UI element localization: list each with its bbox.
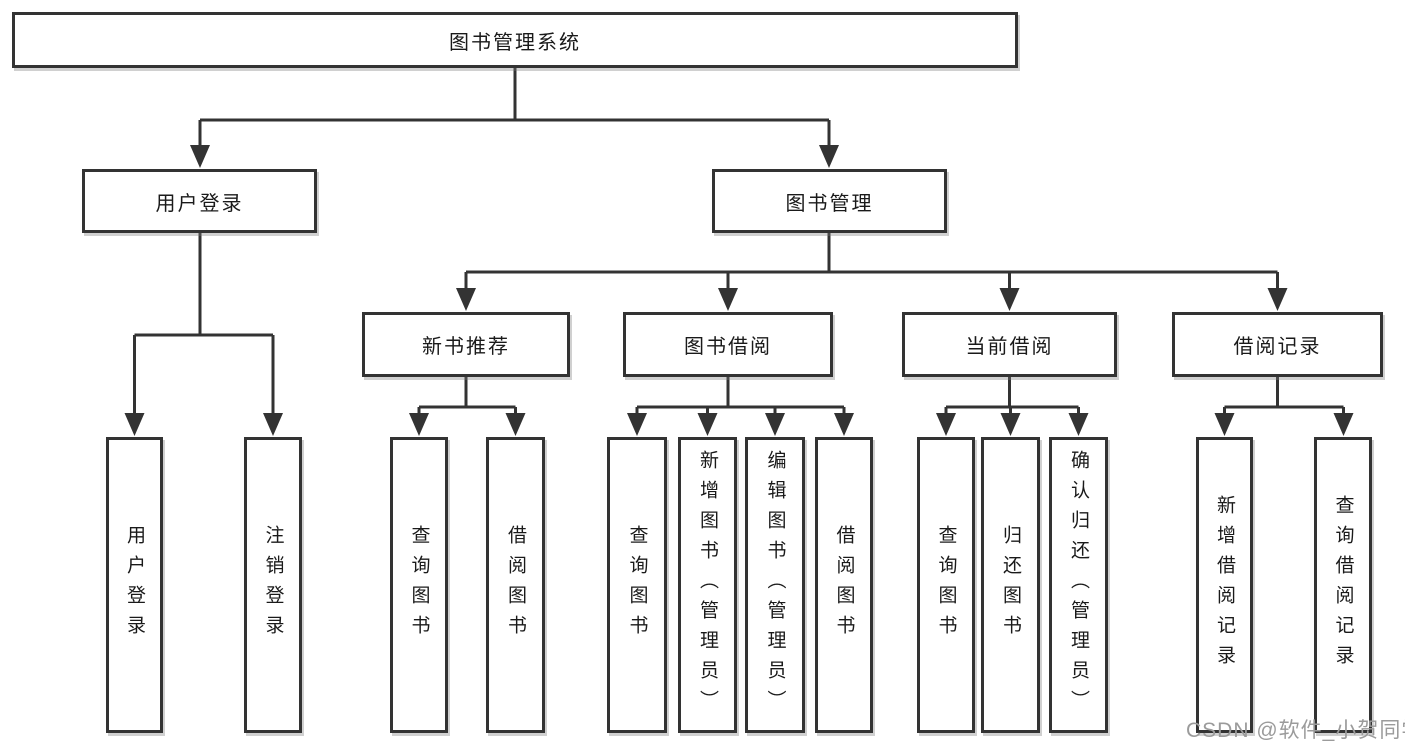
connector-lines [133, 66, 1345, 414]
node-root-library-management-system: 图书管理系统 [12, 12, 1018, 68]
leaf-borrowing-borrow-books: 借阅图书 [815, 437, 873, 733]
csdn-watermark: CSDN @软件_小贺同学 [1186, 719, 1405, 742]
leaf-logout: 注销登录 [244, 437, 302, 733]
node-book-borrowing: 图书借阅 [623, 312, 833, 377]
leaf-current-return-books: 归还图书 [981, 437, 1040, 733]
node-borrowing-records: 借阅记录 [1172, 312, 1383, 377]
leaf-records-query-borrow-record: 查询借阅记录 [1314, 437, 1372, 733]
leaf-current-query-books: 查询图书 [917, 437, 975, 733]
leaf-recommend-query-books: 查询图书 [390, 437, 448, 733]
leaf-borrowing-query-books: 查询图书 [607, 437, 667, 733]
leaf-recommend-borrow-books: 借阅图书 [486, 437, 545, 733]
leaf-borrowing-add-books-admin: 新增图书（管理员） [678, 437, 737, 733]
node-current-borrowing: 当前借阅 [902, 312, 1117, 377]
leaf-user-login: 用户登录 [106, 437, 163, 733]
node-user-login: 用户登录 [82, 169, 317, 233]
leaf-current-confirm-return-admin: 确认归还（管理员） [1049, 437, 1108, 733]
node-book-management: 图书管理 [712, 169, 947, 233]
node-new-book-recommendation: 新书推荐 [362, 312, 570, 377]
leaf-records-add-borrow-record: 新增借阅记录 [1196, 437, 1253, 733]
leaf-borrowing-edit-books-admin: 编辑图书（管理员） [745, 437, 805, 733]
